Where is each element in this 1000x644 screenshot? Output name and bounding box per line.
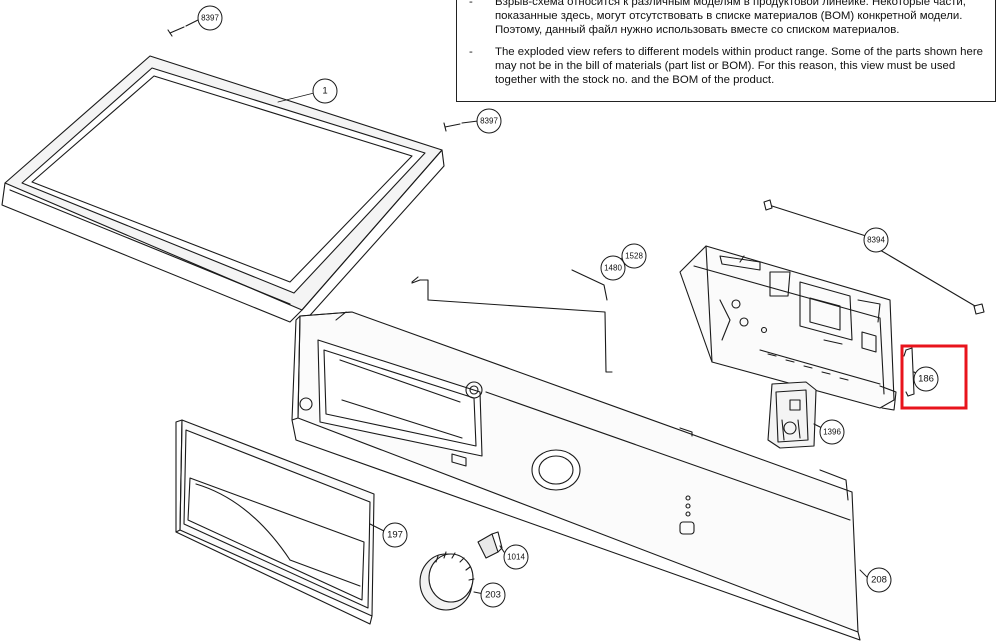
callout-label: 1480 [604, 264, 622, 273]
note-russian: - Взрыв-схема относится к различным моде… [469, 0, 983, 38]
screw-8397-top [167, 19, 199, 37]
callout-label: 208 [871, 575, 887, 586]
note-english: - The exploded view refers to different … [469, 45, 983, 88]
notes-box: - Взрыв-схема относится к различным моде… [456, 0, 996, 102]
callout-1480: 1480 [600, 255, 626, 281]
callout-1528: 1528 [621, 243, 647, 269]
screw-8394-left [763, 199, 867, 237]
callout-label: 1528 [625, 252, 643, 261]
callout-label: 1014 [507, 553, 525, 562]
part-top-cover [1, 55, 445, 323]
part-connector-1396 [767, 381, 823, 449]
screw-8397-mid [443, 120, 479, 132]
callout-label: 186 [918, 374, 934, 385]
part-drawer-197 [175, 419, 387, 625]
callout-208: 208 [866, 567, 892, 593]
callout-label: 1 [322, 86, 327, 97]
callout-label: 8397 [480, 117, 498, 126]
note-english-text: The exploded view refers to different mo… [495, 45, 983, 87]
callout-1396: 1396 [819, 419, 845, 445]
callout-label: 197 [387, 530, 403, 541]
highlight-box-186 [900, 344, 968, 410]
part-control-panel-208 [291, 311, 861, 641]
callout-197: 197 [382, 522, 408, 548]
callout-203: 203 [480, 582, 506, 608]
part-shaft-1014 [477, 531, 505, 559]
note-russian-text: Взрыв-схема относится к различным моделя… [495, 0, 966, 37]
note-bullet: - [469, 45, 473, 58]
callout-label: 8394 [867, 236, 885, 245]
part-control-module [679, 245, 897, 411]
callout-8394: 8394 [863, 227, 889, 253]
callout-label: 203 [485, 590, 501, 601]
callout-1: 1 [312, 78, 338, 104]
callout-186: 186 [913, 366, 939, 392]
callout-8397-top: 8397 [197, 5, 223, 31]
screw-8394-right [879, 249, 985, 315]
part-knob-203 [419, 551, 485, 611]
callout-1014: 1014 [503, 544, 529, 570]
callout-label: 8397 [201, 14, 219, 23]
note-bullet: - [469, 0, 473, 8]
callout-label: 1396 [823, 428, 841, 437]
callouts: 8397 1 8397 1528 1480 8394 186 1396 [197, 5, 939, 608]
callout-8397-mid: 8397 [476, 108, 502, 134]
